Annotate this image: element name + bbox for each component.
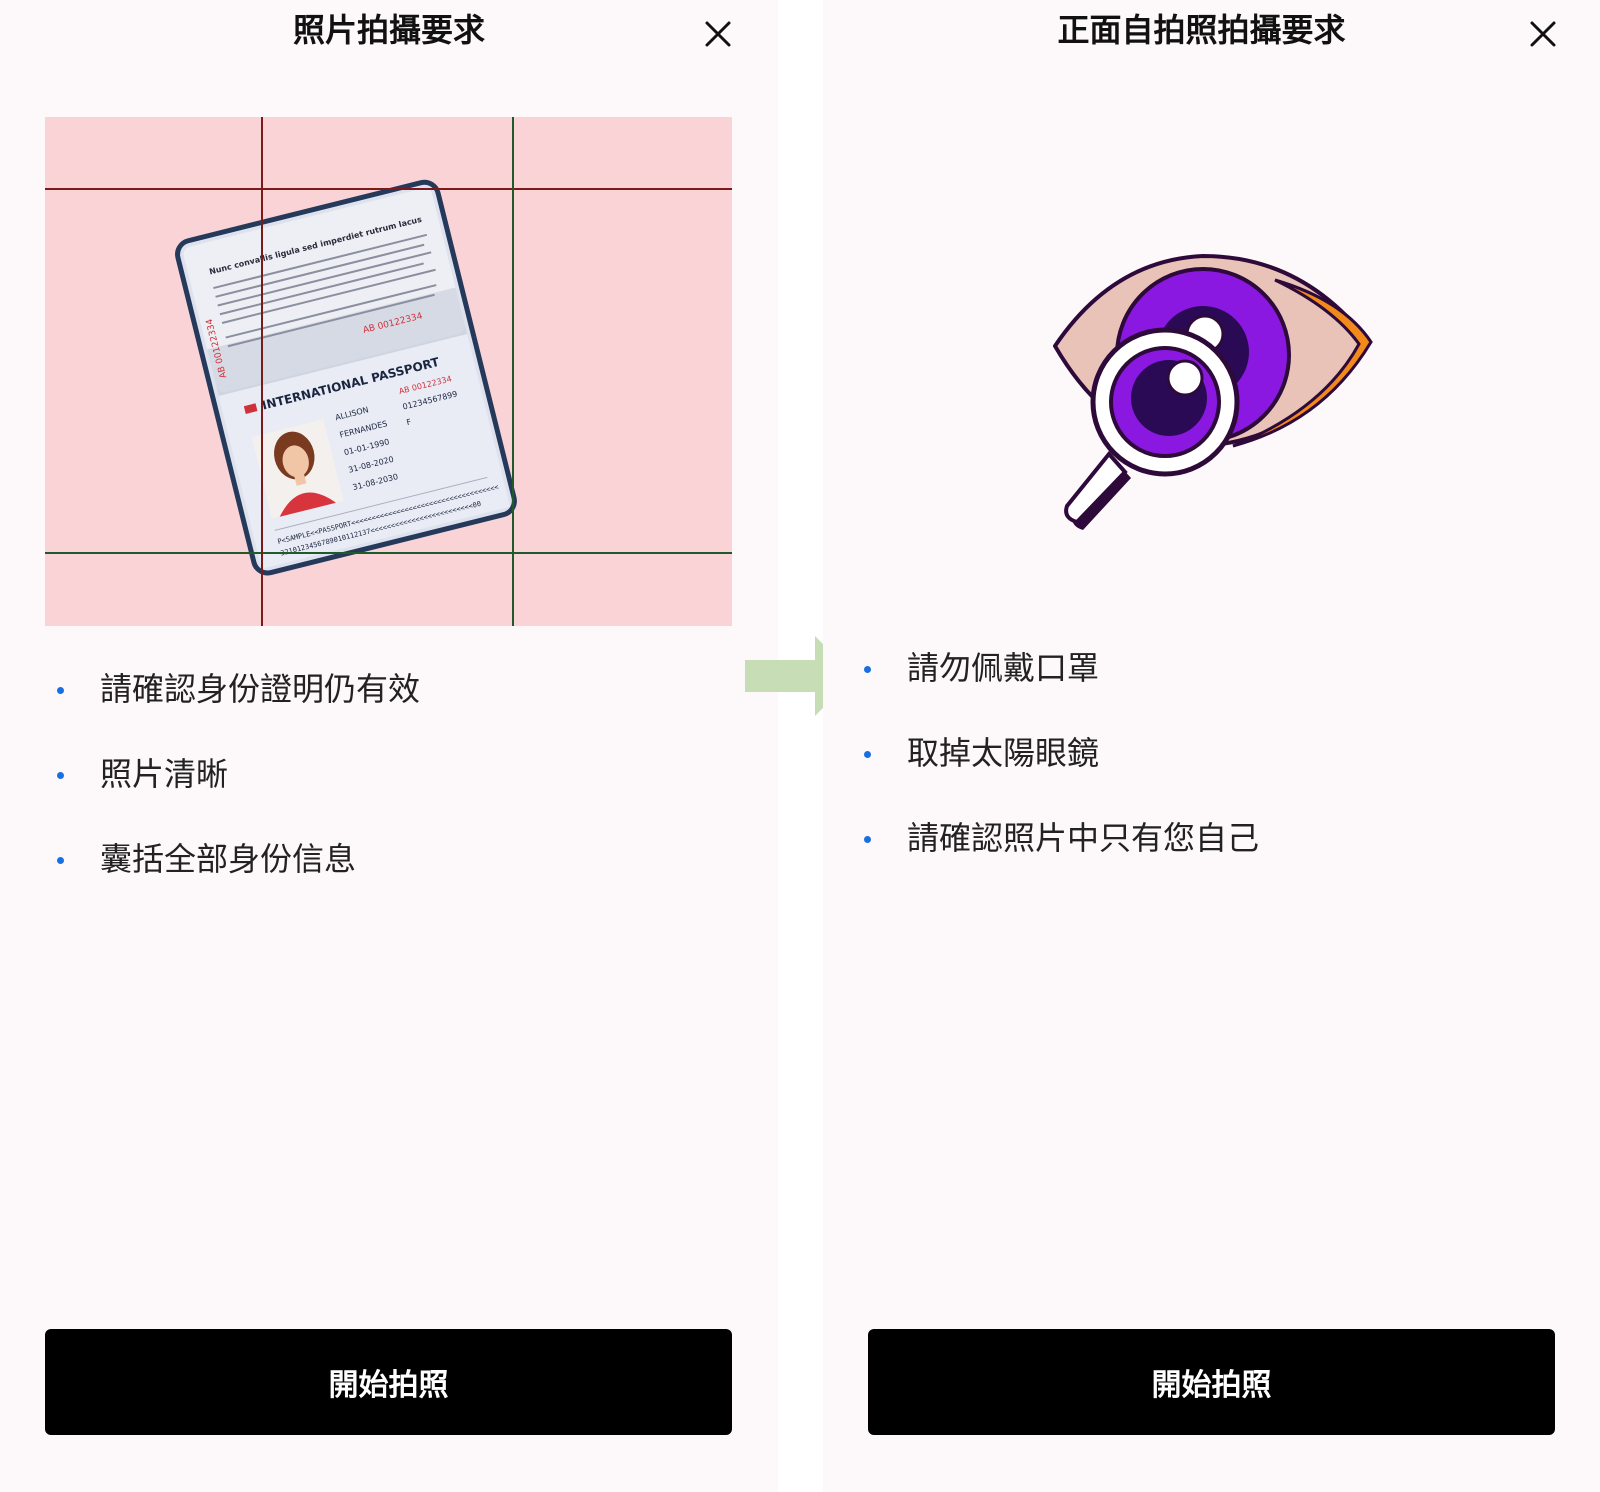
bullet-dot bbox=[57, 772, 64, 779]
left-panel: 照片拍攝要求 Nunc convallis ligula sed imperdi… bbox=[0, 0, 778, 1492]
start-photo-button[interactable]: 開始拍照 bbox=[868, 1329, 1555, 1435]
close-icon bbox=[705, 21, 731, 47]
bullet-dot bbox=[57, 857, 64, 864]
bullet-dot bbox=[57, 687, 64, 694]
passport-photo bbox=[274, 431, 336, 517]
list-item-text: 囊括全部身份信息 bbox=[100, 840, 357, 878]
grid-guides bbox=[45, 117, 732, 626]
start-photo-button[interactable]: 開始拍照 bbox=[45, 1329, 732, 1435]
list-item-text: 請確認身份證明仍有效 bbox=[100, 670, 421, 708]
list-item-text: 取掉太陽眼鏡 bbox=[907, 734, 1100, 772]
list-item-text: 請確認照片中只有您自己 bbox=[907, 819, 1260, 857]
list-item-text: 照片清晰 bbox=[100, 755, 229, 793]
eye-magnifier-illustration bbox=[1053, 253, 1373, 530]
passport-illustration: Nunc convallis ligula sed imperdiet rutr… bbox=[45, 117, 732, 626]
bullet-dot bbox=[864, 666, 871, 673]
bullet-dot bbox=[864, 836, 871, 843]
close-icon bbox=[1530, 21, 1556, 47]
close-button[interactable] bbox=[1523, 14, 1563, 54]
page-title: 照片拍攝要求 bbox=[292, 11, 485, 49]
list-item-text: 請勿佩戴口罩 bbox=[907, 649, 1100, 687]
close-button[interactable] bbox=[698, 14, 738, 54]
right-panel: 正面自拍照拍攝要求 請勿佩戴口罩 取掉太陽眼鏡 請確認照片中只有您自己 bbox=[823, 0, 1600, 1492]
page-title: 正面自拍照拍攝要求 bbox=[1057, 11, 1346, 49]
bullet-dot bbox=[864, 751, 871, 758]
passport-sex: F bbox=[406, 417, 413, 427]
